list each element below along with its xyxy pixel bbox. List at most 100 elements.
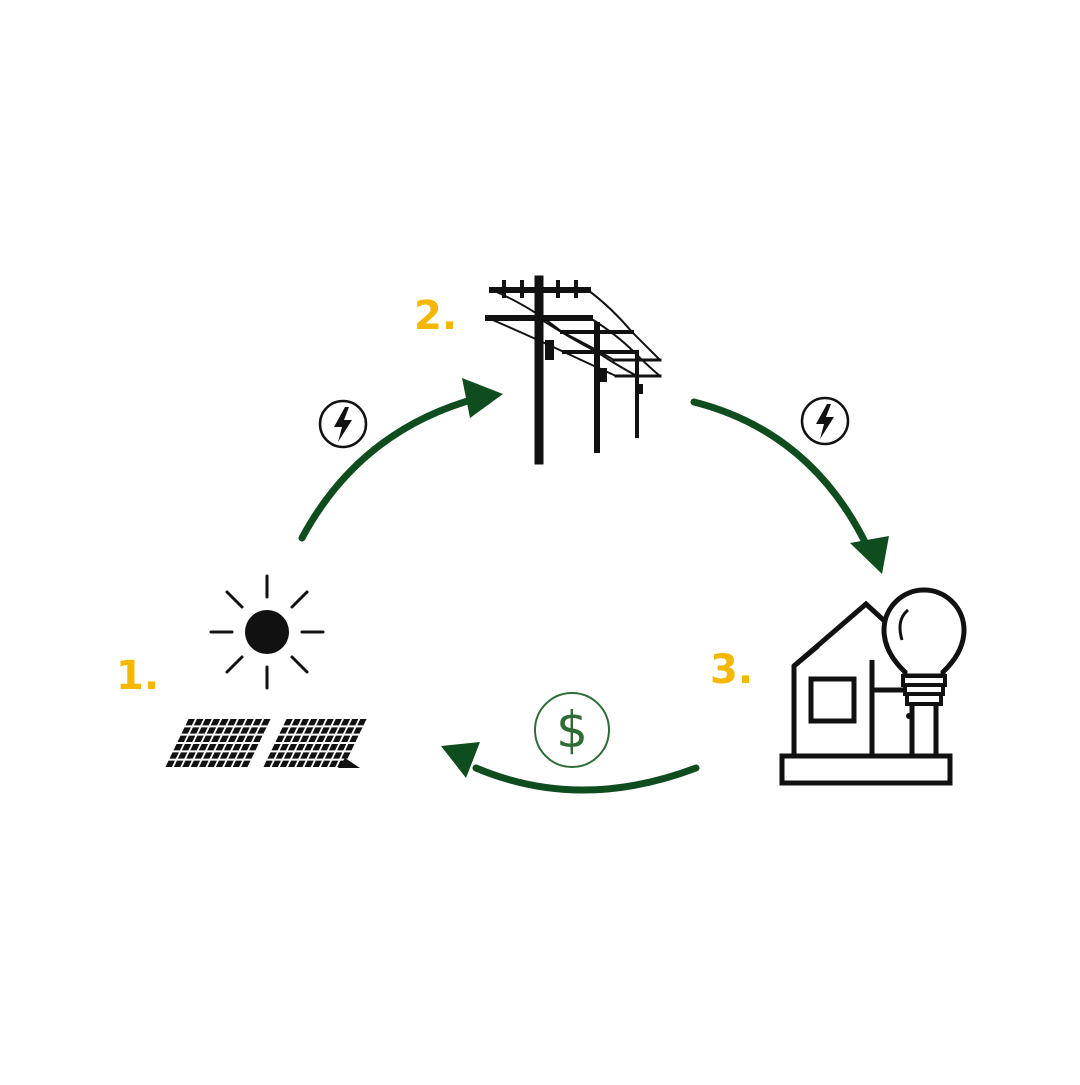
- solar-cell: [235, 719, 246, 726]
- solar-cell: [165, 760, 175, 767]
- solar-cell: [236, 735, 246, 742]
- solar-cell: [232, 744, 242, 751]
- arrowhead-house-to-solar: [441, 742, 480, 778]
- solar-cell: [227, 735, 238, 742]
- solar-cell: [312, 760, 322, 767]
- solar-cell: [349, 735, 359, 742]
- solar-cell: [320, 727, 330, 734]
- solar-cell: [232, 760, 243, 767]
- solar-cell: [283, 752, 294, 759]
- solar-cell: [248, 727, 259, 734]
- solar-cell: [283, 735, 293, 742]
- solar-cell: [257, 727, 267, 734]
- solar-cell: [261, 719, 271, 726]
- solar-cell: [219, 735, 229, 742]
- solar-cell: [312, 744, 322, 751]
- solar-cell: [292, 752, 302, 759]
- solar-cell: [173, 744, 183, 751]
- solar-cell: [345, 727, 355, 734]
- solar-cell: [357, 719, 367, 726]
- solar-cell: [181, 727, 191, 734]
- solar-cell: [236, 752, 247, 759]
- solar-cell: [190, 744, 200, 751]
- solar-cell: [199, 760, 209, 767]
- solar-cell: [308, 752, 318, 759]
- solar-cell: [223, 727, 233, 734]
- solar-cell: [215, 744, 225, 751]
- solar-cell: [198, 744, 209, 751]
- solar-cell: [194, 735, 204, 742]
- solar-cell: [279, 727, 289, 734]
- solar-cell: [190, 760, 201, 767]
- solar-cell: [337, 744, 347, 751]
- solar-cell: [244, 719, 254, 726]
- solar-cell: [194, 752, 205, 759]
- solar-cell: [224, 760, 234, 767]
- solar-cell: [202, 719, 212, 726]
- solar-cell: [324, 735, 334, 742]
- solar-cell: [185, 719, 195, 726]
- solar-cell: [249, 744, 259, 751]
- solar-cell: [288, 760, 298, 767]
- solar-cell: [207, 760, 217, 767]
- solar-cell: [336, 727, 347, 734]
- solar-cell: [300, 752, 310, 759]
- solar-cell: [177, 735, 187, 742]
- lightning-bolt-icon: [318, 399, 368, 449]
- solar-cell: [189, 727, 200, 734]
- solar-cell: [295, 727, 306, 734]
- solar-cell: [332, 735, 343, 742]
- solar-cell: [341, 735, 351, 742]
- solar-cell: [215, 760, 226, 767]
- solar-cell: [345, 744, 355, 751]
- solar-cell: [211, 735, 221, 742]
- power-lines-icon: [485, 275, 662, 465]
- solar-cell: [316, 735, 326, 742]
- solar-cell: [203, 752, 213, 759]
- solar-cell: [349, 719, 359, 726]
- solar-cell: [181, 744, 192, 751]
- solar-cell: [328, 727, 338, 734]
- solar-cell: [316, 752, 326, 759]
- solar-cell: [279, 744, 289, 751]
- solar-cell: [275, 752, 285, 759]
- solar-cell: [240, 727, 250, 734]
- dollar-icon: $: [534, 692, 610, 768]
- house-lightbulb-icon: [779, 587, 967, 786]
- solar-cell: [287, 727, 297, 734]
- solar-cell: [267, 752, 277, 759]
- solar-cell: [291, 735, 302, 742]
- solar-cell: [291, 719, 301, 726]
- solar-cell: [329, 760, 339, 767]
- solar-panel-icon: [165, 719, 367, 768]
- solar-cell: [308, 735, 318, 742]
- solar-cell: [182, 760, 192, 767]
- step-label-1: 1.: [116, 653, 160, 699]
- solar-cell: [275, 735, 285, 742]
- solar-cell: [283, 719, 293, 726]
- solar-cell: [245, 752, 255, 759]
- solar-panel-left: [165, 719, 271, 767]
- solar-cell: [198, 727, 208, 734]
- solar-cell: [324, 719, 334, 726]
- solar-cell: [299, 719, 310, 726]
- solar-cell: [296, 744, 306, 751]
- solar-cell: [312, 727, 322, 734]
- solar-cell: [231, 727, 242, 734]
- arrow-house-to-solar: [472, 764, 700, 794]
- solar-cell: [300, 735, 310, 742]
- solar-cell: [287, 744, 298, 751]
- arrow-grid-to-house: [690, 398, 872, 552]
- solar-cell: [202, 735, 213, 742]
- solar-cell: [223, 744, 234, 751]
- solar-panel-right: [263, 719, 367, 767]
- solar-cell: [207, 744, 217, 751]
- solar-cell: [320, 744, 330, 751]
- solar-cell: [210, 719, 221, 726]
- sun-icon: [209, 574, 325, 690]
- solar-cell: [206, 727, 217, 734]
- arrowhead-grid-to-house: [850, 536, 889, 574]
- solar-cell: [193, 719, 204, 726]
